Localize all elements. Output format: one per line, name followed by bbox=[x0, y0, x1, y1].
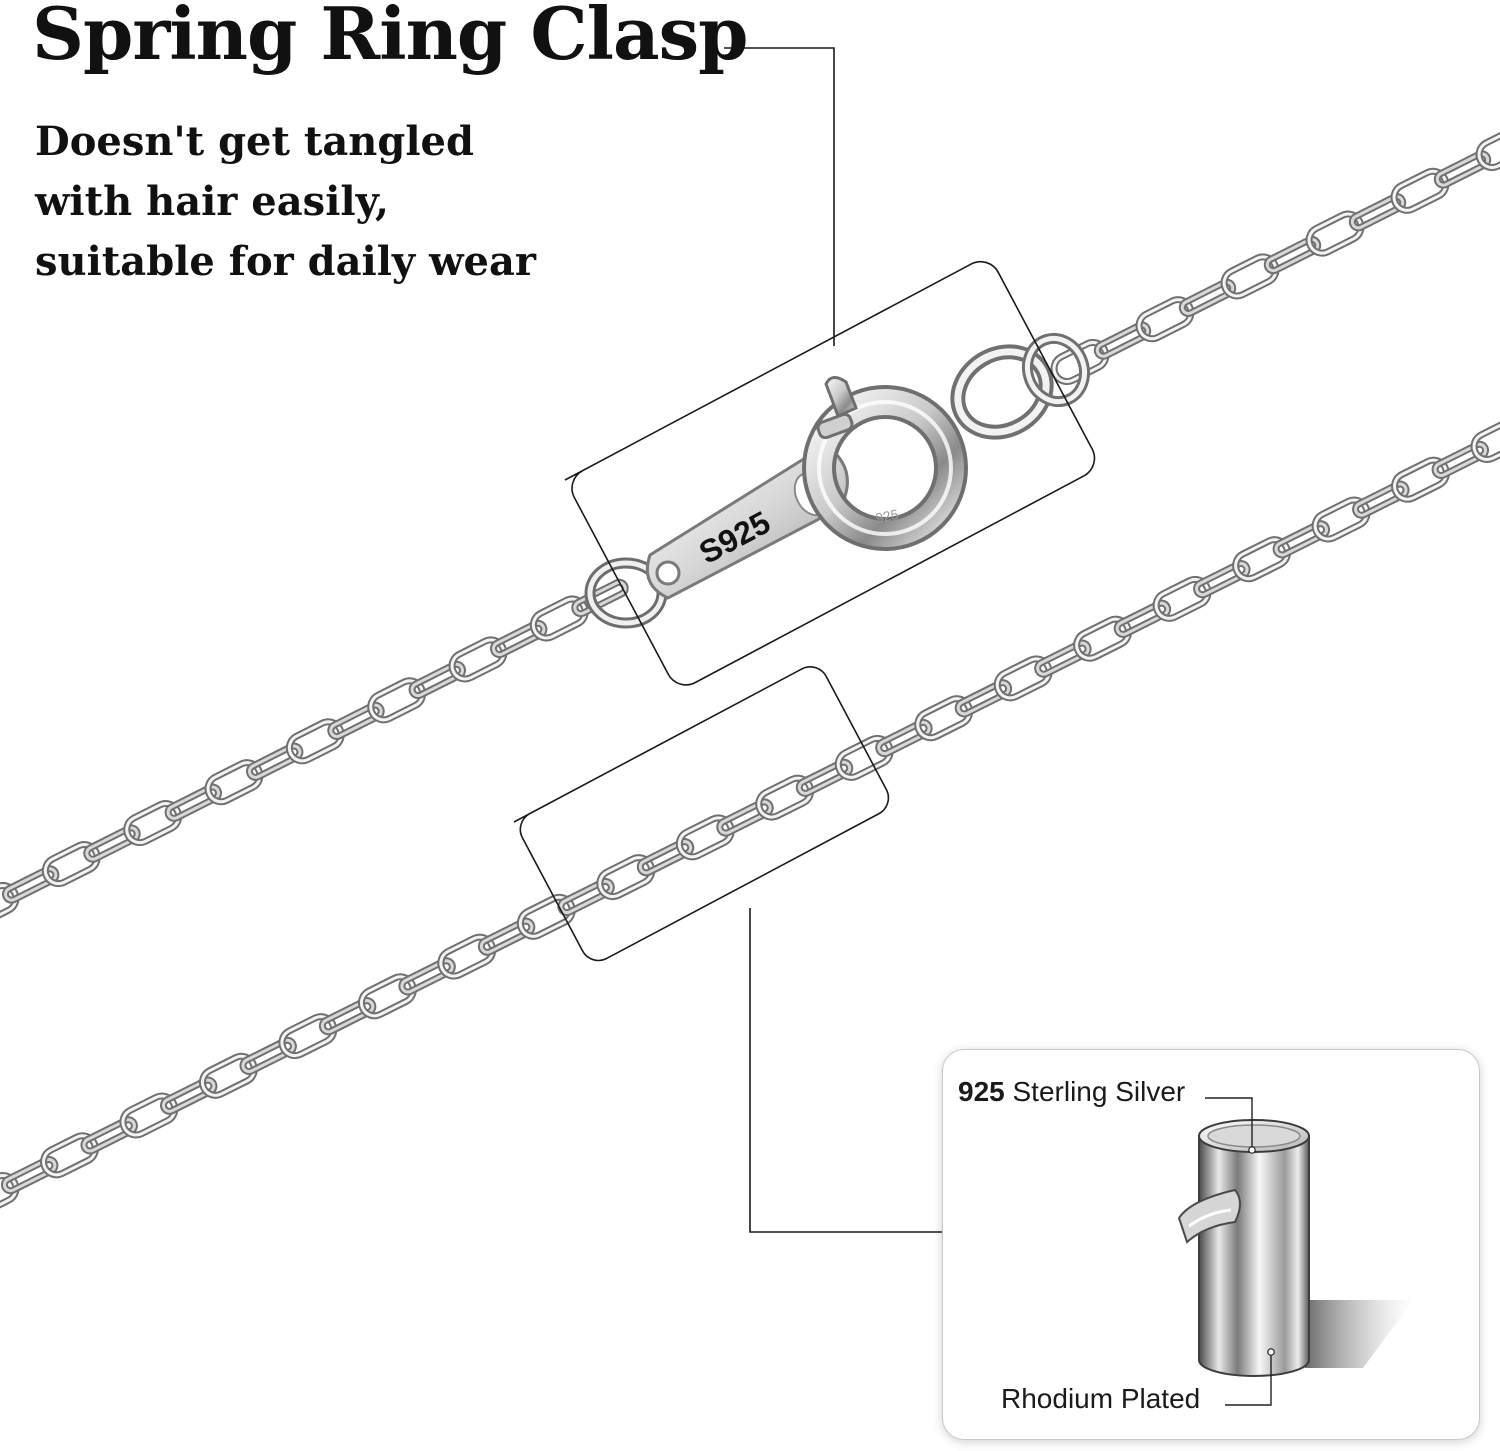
chain-link bbox=[198, 1052, 258, 1099]
chain-link bbox=[1193, 559, 1251, 599]
chain-link bbox=[80, 1116, 138, 1155]
chain-link bbox=[164, 783, 223, 822]
chain-link bbox=[1390, 167, 1450, 214]
chain-link bbox=[516, 893, 576, 940]
sterling-silver-label: 925 Sterling Silver bbox=[958, 1076, 1185, 1108]
chain-link bbox=[357, 973, 417, 1020]
chain-link bbox=[1113, 599, 1172, 638]
headline-leader-line bbox=[724, 47, 835, 346]
chain-highlight-frame bbox=[513, 666, 890, 962]
silver-label-text: Sterling Silver bbox=[1012, 1076, 1186, 1107]
chain-link bbox=[557, 877, 615, 917]
chain-link bbox=[675, 814, 735, 861]
chain-link bbox=[1348, 193, 1407, 232]
chain-link bbox=[40, 1132, 99, 1179]
chain-link bbox=[636, 838, 695, 877]
chain-link bbox=[367, 677, 427, 724]
chain-link bbox=[119, 1092, 179, 1139]
chain-strand-lower bbox=[0, 417, 1500, 1218]
chain-link bbox=[1093, 321, 1152, 360]
chain-link bbox=[318, 997, 377, 1036]
material-callout-card: 925 Sterling Silver Rhodium Plated bbox=[942, 1049, 1480, 1440]
chain-link bbox=[437, 933, 497, 980]
chain-link bbox=[834, 734, 894, 781]
chain-link bbox=[83, 824, 141, 863]
chain-link bbox=[204, 759, 264, 806]
chain-link bbox=[1311, 496, 1371, 543]
feature-line-3: suitable for daily wear bbox=[35, 238, 536, 285]
wire-cross-section-illustration bbox=[1177, 1097, 1413, 1406]
chain-link bbox=[1, 865, 60, 904]
chain-link bbox=[914, 695, 974, 742]
feature-description: Doesn't get tangled with hair easily, su… bbox=[35, 112, 536, 292]
chain-link bbox=[408, 660, 467, 700]
chain-link bbox=[278, 1013, 338, 1060]
chain-link bbox=[1073, 615, 1133, 662]
silver-purity: 925 bbox=[958, 1076, 1005, 1107]
chain-link bbox=[123, 800, 183, 847]
chain-link bbox=[875, 718, 933, 758]
feature-line-1: Doesn't get tangled bbox=[35, 118, 474, 165]
chain-link bbox=[1475, 124, 1500, 172]
chain-link bbox=[795, 758, 854, 797]
rhodium-plated-label: Rhodium Plated bbox=[1001, 1383, 1201, 1414]
chain-link bbox=[239, 1036, 297, 1076]
chain-link bbox=[0, 1172, 20, 1218]
chain-link bbox=[1263, 235, 1322, 275]
chain-link bbox=[954, 679, 1013, 718]
chain-link bbox=[245, 742, 304, 781]
chain-link bbox=[755, 774, 815, 821]
chain-link bbox=[1034, 639, 1092, 678]
spring-ring-clasp: S925 925 bbox=[584, 332, 1090, 629]
chain-link bbox=[0, 1155, 59, 1195]
chain-link bbox=[571, 578, 629, 618]
ring-stamp: 925 bbox=[874, 506, 900, 527]
chain-link bbox=[327, 701, 385, 740]
chain-link bbox=[477, 917, 536, 956]
chain-link bbox=[1152, 575, 1212, 622]
chain-link bbox=[0, 881, 20, 929]
chain-strand-upper-left bbox=[0, 578, 629, 929]
chain-link bbox=[716, 798, 774, 837]
chain-link bbox=[1135, 296, 1195, 343]
chain-link bbox=[41, 841, 101, 888]
chain-link bbox=[1352, 480, 1410, 519]
chain-link bbox=[1470, 417, 1500, 463]
chain-link bbox=[1431, 440, 1490, 480]
chain-link bbox=[1305, 210, 1365, 257]
chain-link bbox=[448, 636, 508, 683]
chain-link bbox=[596, 854, 656, 901]
chain-link bbox=[285, 718, 345, 765]
chain-link bbox=[489, 619, 548, 659]
chain-link bbox=[398, 957, 456, 996]
clasp-highlight-frame bbox=[564, 260, 1096, 686]
chain-link bbox=[1220, 253, 1280, 300]
chain-link bbox=[1391, 456, 1450, 503]
chain-link bbox=[1178, 278, 1237, 317]
chain-link bbox=[159, 1076, 218, 1115]
chain-link bbox=[1272, 520, 1331, 559]
chain-link bbox=[529, 595, 589, 642]
chain-link bbox=[1232, 536, 1292, 583]
chain-link bbox=[1433, 150, 1492, 189]
chain-link bbox=[993, 655, 1053, 702]
callout-leader-line bbox=[749, 908, 944, 1233]
headline: Spring Ring Clasp bbox=[32, 0, 749, 76]
chain-strand-upper-right bbox=[1050, 124, 1500, 386]
feature-line-2: with hair easily, bbox=[35, 178, 389, 225]
